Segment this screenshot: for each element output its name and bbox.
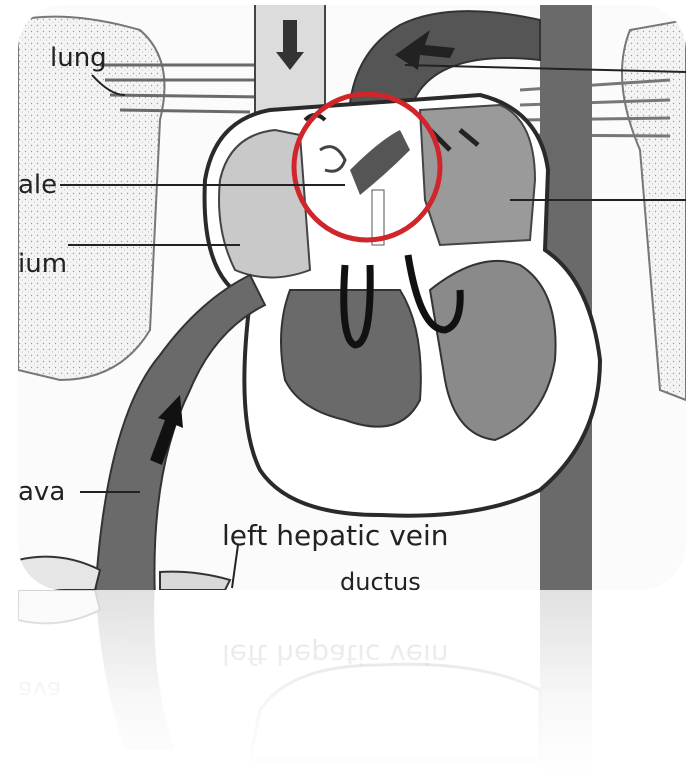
diagram-group <box>0 0 686 600</box>
label-foramen-fragment: ale <box>18 170 57 200</box>
label-cava-fragment: ava <box>18 477 65 507</box>
label-hepatic-vein: left hepatic vein <box>222 519 449 552</box>
reflection: left hepatic vein ava <box>0 580 686 775</box>
label-lung: lung <box>50 43 107 73</box>
label-atrium-fragment: ium <box>18 249 67 279</box>
